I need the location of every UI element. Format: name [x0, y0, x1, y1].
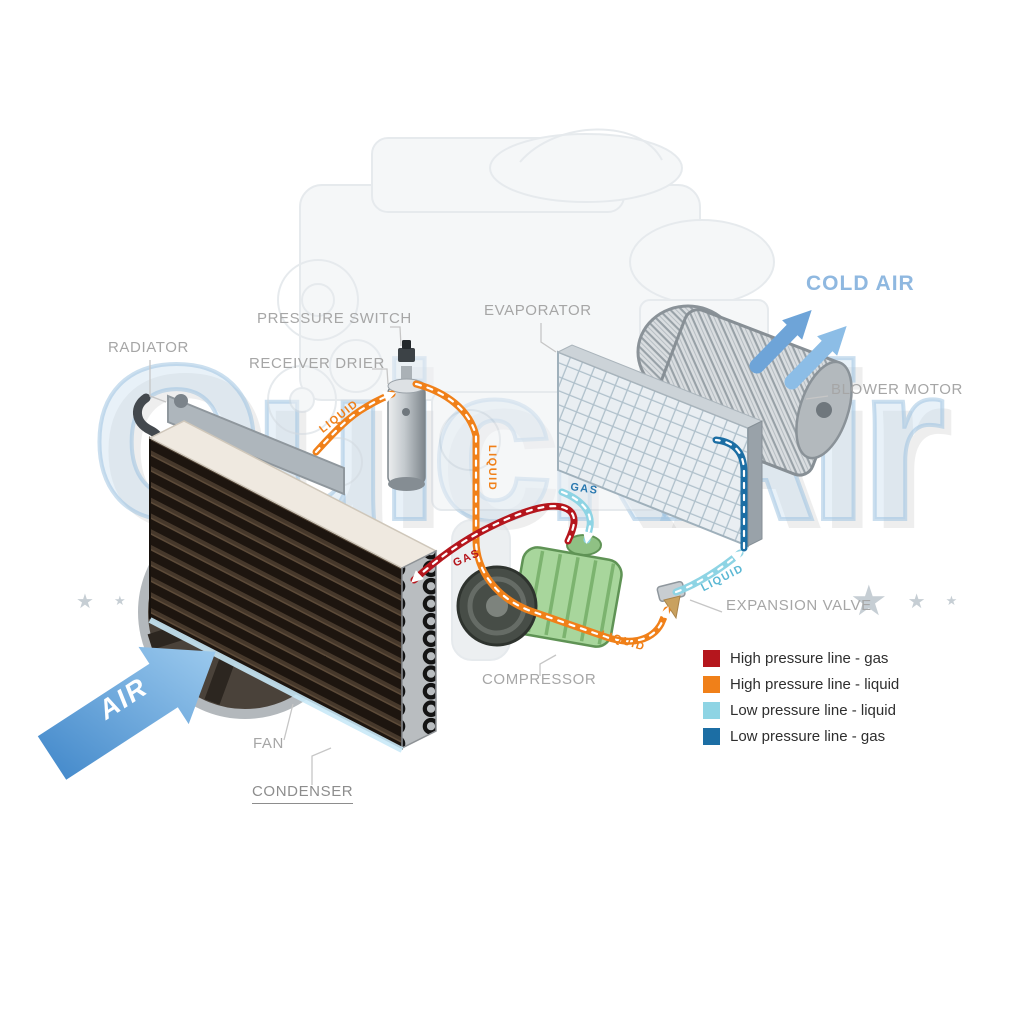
- pipe-label-liquid: LIQUID: [599, 629, 647, 654]
- pipe-flow-dots: [314, 391, 396, 454]
- cold-air-label: COLD AIR: [806, 272, 915, 295]
- decorative-stars-right: ★ ★ ★: [850, 580, 957, 622]
- condenser: [148, 420, 438, 753]
- compressor-body-group: [511, 546, 623, 648]
- condenser-label: CONDENSER: [252, 783, 354, 804]
- drier-neck: [401, 366, 412, 388]
- legend-item: High pressure line - gas: [703, 650, 899, 667]
- leader-compressor: [539, 654, 557, 676]
- star-icon: ★: [907, 589, 926, 613]
- blower-motor-label: BLOWER MOTOR: [831, 381, 963, 398]
- legend-item: Low pressure line - liquid: [703, 702, 899, 719]
- engine-ghost-shape: [519, 128, 663, 163]
- leader-blower-motor: [805, 395, 829, 400]
- evaporator: [556, 344, 764, 548]
- pressure-switch-body: [398, 348, 415, 362]
- pressure-switch-cap: [402, 340, 411, 349]
- evaporator-side-frame: [747, 420, 763, 547]
- receiver-drier: [387, 340, 426, 491]
- leader-radiator: [149, 360, 167, 403]
- engine-ghost-pulley: [277, 259, 359, 341]
- leader-evaporator: [540, 323, 557, 353]
- leader-fan: [283, 703, 294, 741]
- pipe-flow-dots: [414, 382, 670, 643]
- leader-receiver-drier: [372, 368, 389, 385]
- legend-color-swatch: [703, 728, 720, 745]
- radiator-cap: [174, 394, 188, 408]
- legend: High pressure line - gas High pressure l…: [703, 650, 899, 754]
- engine-ghost-shape: [489, 133, 683, 203]
- blower-axle: [816, 402, 832, 418]
- expansion-valve-label: EXPANSION VALVE: [726, 597, 872, 614]
- drier-sight-glass: [402, 408, 410, 416]
- legend-color-swatch: [703, 702, 720, 719]
- cold-air-arrow: [749, 309, 812, 374]
- air-arrow-shape: [37, 646, 216, 780]
- condenser-side-serpentine: [401, 549, 437, 750]
- pipe-flow-dots: [674, 550, 744, 594]
- radiator-body: [167, 394, 345, 496]
- pressure-switch-label: PRESSURE SWITCH: [257, 310, 412, 327]
- legend-item-label: High pressure line - gas: [730, 650, 889, 667]
- radiator-label: RADIATOR: [108, 339, 189, 356]
- star-icon: ★: [850, 576, 888, 625]
- pipe-flow-dots: [411, 505, 576, 583]
- engine-ghost-pulley: [267, 365, 337, 435]
- legend-color-swatch: [703, 650, 720, 667]
- leader-pressure-switch: [390, 326, 402, 347]
- compressor-label: COMPRESSOR: [482, 671, 597, 688]
- pipe-label-gas: GAS: [570, 481, 600, 497]
- leader-condenser: [311, 747, 332, 785]
- leader-expansion-valve: [689, 599, 723, 613]
- engine-ghost-shape: [439, 409, 501, 471]
- cold-air-arrows: [749, 309, 847, 390]
- legend-item-label: Low pressure line - liquid: [730, 702, 896, 719]
- engine-ghost-pulley: [289, 387, 315, 413]
- drier-body: [387, 385, 426, 485]
- engine-ghost-pulley: [301, 283, 335, 317]
- pipe-flow-dots: [714, 438, 746, 550]
- label-leader-lines: [149, 323, 829, 785]
- star-icon: ★: [76, 589, 94, 613]
- compressor-ribs: [526, 550, 616, 645]
- legend-color-swatch: [703, 676, 720, 693]
- pipe-flow-dots: [560, 490, 595, 544]
- engine-ghost-shape: [629, 219, 775, 305]
- legend-item: High pressure line - liquid: [703, 676, 899, 693]
- drier-bottom: [388, 477, 425, 491]
- compressor-pulley-hub: [486, 595, 508, 617]
- legend-item-label: Low pressure line - gas: [730, 728, 886, 745]
- engine-ghost-pulley: [329, 339, 383, 393]
- receiver-drier-label: RECEIVER DRIER: [249, 355, 385, 372]
- fan-label: FAN: [253, 735, 284, 752]
- compressor: [456, 534, 623, 648]
- star-icon: ★: [945, 593, 958, 609]
- evaporator-label: EVAPORATOR: [484, 302, 592, 319]
- cold-air-arrow: [784, 325, 847, 390]
- air-flow-arrow: AIR: [37, 646, 216, 780]
- legend-item-label: High pressure line - liquid: [730, 676, 900, 693]
- refrigerant-pipes: [312, 380, 748, 645]
- star-icon: ★: [113, 593, 126, 609]
- legend-item: Low pressure line - gas: [703, 728, 899, 745]
- pipe-label-liquid: LIQUID: [486, 445, 498, 491]
- condenser-bottom-highlight: [148, 617, 404, 753]
